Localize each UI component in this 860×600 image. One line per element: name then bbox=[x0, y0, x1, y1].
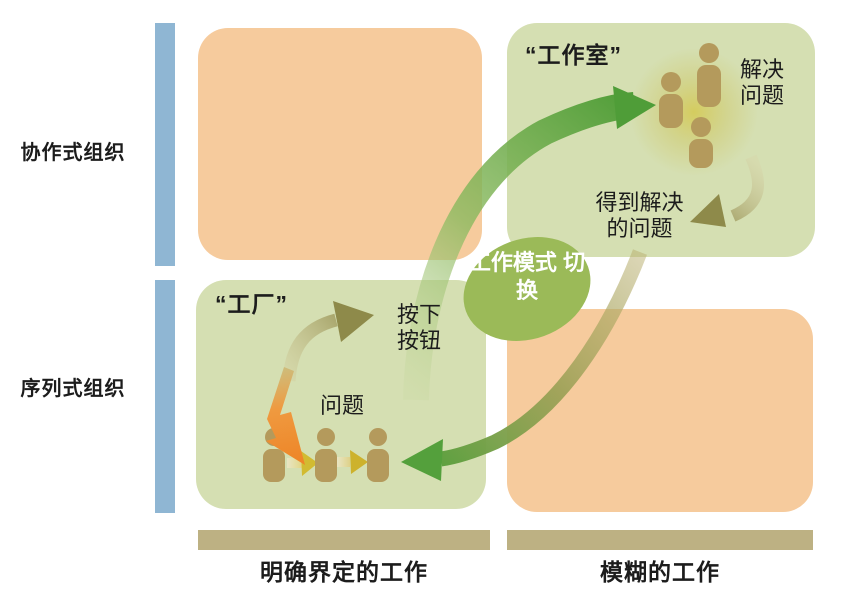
badge-line-2: 切换 bbox=[515, 250, 586, 303]
solved-note-line-2: 的问题 bbox=[606, 217, 673, 242]
solve-problem-note: 解决 问题 bbox=[727, 58, 797, 110]
quadrant-top-left bbox=[198, 28, 482, 260]
problem-note: 问题 bbox=[319, 394, 364, 419]
x-axis-bar-right bbox=[507, 530, 813, 550]
x-axis-bar-left bbox=[198, 530, 490, 550]
y-axis-label-collaborative: 协作式组织 bbox=[20, 142, 126, 164]
x-axis-label-ambiguous: 模糊的工作 bbox=[600, 559, 720, 585]
quadrant-bottom-right bbox=[507, 309, 813, 512]
mode-switch-badge-label: 工作模式 切换 bbox=[462, 249, 592, 305]
y-axis-label-sequential: 序列式组织 bbox=[20, 378, 126, 400]
studio-title: “工作室” bbox=[525, 42, 622, 68]
x-axis-label-defined: 明确界定的工作 bbox=[260, 559, 428, 585]
badge-line-1: 工作模式 bbox=[468, 250, 557, 275]
press-note-line-1: 按下 bbox=[396, 303, 441, 328]
solve-note-line-1: 解决 bbox=[739, 58, 784, 83]
solve-note-line-2: 问题 bbox=[739, 84, 784, 109]
solved-problem-note: 得到解决 的问题 bbox=[582, 191, 697, 243]
solved-note-line-1: 得到解决 bbox=[595, 191, 684, 216]
y-axis-bar-top bbox=[155, 23, 175, 266]
press-note-line-2: 按钮 bbox=[396, 329, 441, 354]
factory-title: “工厂” bbox=[215, 291, 288, 317]
press-button-note: 按下 按钮 bbox=[384, 303, 454, 355]
y-axis-bar-bottom bbox=[155, 280, 175, 513]
